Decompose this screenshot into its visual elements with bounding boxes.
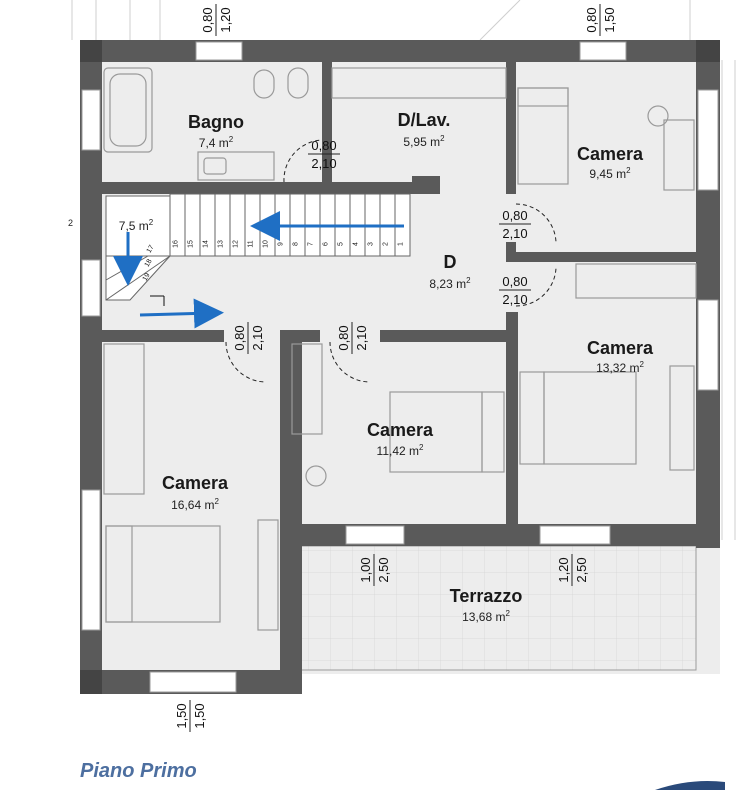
bathtub bbox=[103, 67, 153, 153]
sink-counter bbox=[197, 151, 275, 181]
room-area-d: 8,23 m2 bbox=[429, 276, 471, 291]
stair-step-5: 5 bbox=[338, 242, 345, 246]
room-area-bagno: 7,4 m2 bbox=[199, 135, 234, 150]
stair-step-3: 3 bbox=[368, 242, 375, 246]
room-name-d: D bbox=[444, 252, 457, 272]
svg-text:1,50: 1,50 bbox=[602, 7, 617, 32]
room-area-camera3: 11,42 m2 bbox=[377, 443, 424, 458]
room-area-camera1: 9,45 m2 bbox=[589, 166, 631, 181]
stair-step-13: 13 bbox=[218, 240, 225, 248]
stair-step-7: 7 bbox=[308, 242, 315, 246]
svg-text:2,50: 2,50 bbox=[376, 557, 391, 582]
logo-swoosh bbox=[655, 781, 725, 790]
stair-step-6: 6 bbox=[323, 242, 330, 246]
bidet bbox=[253, 69, 275, 99]
floor-areas bbox=[100, 62, 720, 674]
room-name-camera1: Camera bbox=[577, 144, 644, 164]
svg-text:0,80: 0,80 bbox=[200, 7, 215, 32]
svg-text:0,80: 0,80 bbox=[584, 7, 599, 32]
stair-step-10: 10 bbox=[263, 240, 270, 248]
stair-step-2: 2 bbox=[383, 242, 390, 246]
svg-text:0,80: 0,80 bbox=[502, 208, 527, 223]
room-area-terrazzo: 13,68 m2 bbox=[462, 609, 510, 624]
room-area-dlav: 5,95 m2 bbox=[403, 134, 445, 149]
toilet bbox=[287, 67, 309, 99]
svg-text:0,80: 0,80 bbox=[336, 325, 351, 350]
svg-text:2,10: 2,10 bbox=[311, 156, 336, 171]
stair-step-17: 17 bbox=[146, 244, 156, 254]
chair-icon-camera3 bbox=[305, 465, 327, 487]
room-name-camera4: Camera bbox=[162, 473, 229, 493]
stair-arrows bbox=[113, 211, 404, 329]
svg-text:0,80: 0,80 bbox=[311, 138, 336, 153]
stair-step-1: 1 bbox=[398, 242, 405, 246]
stair-step-11: 11 bbox=[248, 240, 255, 247]
svg-text:1,20: 1,20 bbox=[218, 7, 233, 32]
svg-text:2,10: 2,10 bbox=[250, 325, 265, 350]
chair-icon-camera1 bbox=[647, 105, 669, 127]
svg-text:1,50: 1,50 bbox=[192, 703, 207, 728]
stair-step-19: 19 bbox=[142, 272, 152, 282]
room-name-dlav: D/Lav. bbox=[398, 110, 451, 130]
stair-step-15: 15 bbox=[188, 240, 195, 248]
fixtures bbox=[103, 67, 697, 631]
stair-step-8: 8 bbox=[293, 242, 300, 246]
dim-door-camera2: 0,80 2,10 bbox=[499, 274, 531, 307]
roof-outline bbox=[71, 0, 736, 540]
svg-text:0,80: 0,80 bbox=[232, 325, 247, 350]
stair-step-4: 4 bbox=[353, 242, 360, 246]
plan-title: Piano Primo bbox=[80, 760, 197, 782]
room-area-camera4: 16,64 m2 bbox=[171, 497, 219, 512]
stair-step-16: 16 bbox=[173, 240, 180, 248]
room-area-stair: 7,5 m2 bbox=[119, 218, 154, 233]
windows bbox=[81, 41, 719, 693]
room-area-camera2: 13,32 m2 bbox=[596, 360, 644, 375]
room-name-camera3: Camera bbox=[367, 420, 434, 440]
svg-text:2,10: 2,10 bbox=[354, 325, 369, 350]
stair-step-14: 14 bbox=[203, 240, 210, 248]
room-labels: Bagno 7,4 m2 D/Lav. 5,95 m2 Camera 9,45 m2 7,5… bbox=[119, 110, 654, 624]
stair-step-9: 9 bbox=[278, 242, 285, 246]
svg-text:1,00: 1,00 bbox=[358, 557, 373, 582]
stair-step-12: 12 bbox=[233, 240, 240, 248]
room-name-terrazzo: Terrazzo bbox=[450, 586, 523, 606]
edge-label: 2 bbox=[68, 218, 73, 228]
door-swings bbox=[225, 139, 557, 383]
stair-step-numbers: 16 15 14 13 12 11 10 9 8 7 6 5 4 3 2 1 17 18 19 bbox=[142, 240, 405, 282]
arrow-right bbox=[139, 298, 224, 329]
room-name-camera2: Camera bbox=[587, 338, 654, 358]
dim-door-camera1: 0,80 2,10 bbox=[499, 208, 531, 241]
svg-text:0,80: 0,80 bbox=[502, 274, 527, 289]
stair-step-18: 18 bbox=[144, 258, 154, 268]
dim-door-bagno: 0,80 2,10 bbox=[308, 138, 340, 171]
svg-text:1,50: 1,50 bbox=[174, 703, 189, 728]
svg-text:2,10: 2,10 bbox=[502, 226, 527, 241]
svg-text:2,10: 2,10 bbox=[502, 292, 527, 307]
svg-text:1,20: 1,20 bbox=[556, 557, 571, 582]
room-name-bagno: Bagno bbox=[188, 112, 244, 132]
svg-text:2,50: 2,50 bbox=[574, 557, 589, 582]
